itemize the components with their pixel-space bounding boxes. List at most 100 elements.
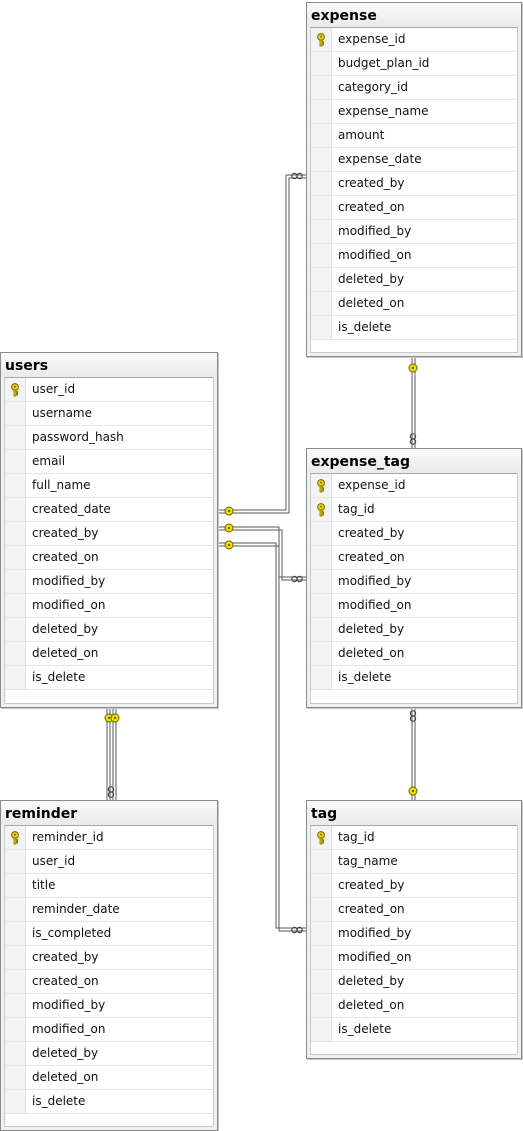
table-title[interactable]: expense_tag — [307, 449, 521, 473]
column-row[interactable]: modified_on — [311, 244, 517, 268]
column-row[interactable]: is_delete — [311, 1018, 517, 1042]
column-row[interactable]: modified_by — [5, 994, 213, 1018]
column-name: amount — [338, 128, 385, 142]
column-row[interactable]: modified_on — [5, 1018, 213, 1042]
column-name: created_on — [338, 550, 405, 564]
column-row[interactable]: deleted_by — [311, 618, 517, 642]
column-row[interactable]: deleted_by — [5, 1042, 213, 1066]
column-name: is_delete — [32, 670, 86, 684]
column-name: is_delete — [338, 1022, 392, 1036]
column-row[interactable]: modified_on — [311, 594, 517, 618]
column-row[interactable]: amount — [311, 124, 517, 148]
column-row[interactable]: deleted_by — [311, 268, 517, 292]
column-row[interactable]: created_on — [5, 546, 213, 570]
column-name: is_completed — [32, 926, 112, 940]
column-name: tag_id — [338, 830, 375, 844]
column-name: is_delete — [32, 1094, 86, 1108]
column-row[interactable]: deleted_on — [5, 642, 213, 666]
column-row[interactable]: created_by — [311, 172, 517, 196]
column-row[interactable]: is_delete — [5, 666, 213, 690]
column-row[interactable]: created_on — [5, 970, 213, 994]
column-row[interactable]: is_delete — [311, 666, 517, 690]
column-row[interactable]: budget_plan_id — [311, 52, 517, 76]
column-row[interactable]: title — [5, 874, 213, 898]
column-row[interactable]: modified_by — [311, 922, 517, 946]
column-row[interactable]: tag_id — [311, 498, 517, 522]
key-end-icon — [408, 786, 418, 796]
column-row[interactable]: deleted_on — [311, 994, 517, 1018]
column-row[interactable]: modified_by — [311, 570, 517, 594]
key-icon — [315, 502, 327, 517]
rel-users-expense — [218, 174, 306, 514]
column-name: modified_by — [338, 926, 412, 940]
key-end-icon — [224, 523, 234, 533]
column-row[interactable]: category_id — [311, 76, 517, 100]
table-title[interactable]: tag — [307, 801, 521, 825]
column-name: username — [32, 406, 92, 420]
column-row[interactable]: created_by — [5, 522, 213, 546]
column-name: email — [32, 454, 66, 468]
column-row[interactable]: tag_name — [311, 850, 517, 874]
column-row[interactable]: tag_id — [311, 826, 517, 850]
column-name: reminder_id — [32, 830, 104, 844]
column-row[interactable]: deleted_on — [5, 1066, 213, 1090]
column-name: reminder_date — [32, 902, 120, 916]
column-row[interactable]: expense_id — [311, 28, 517, 52]
column-row[interactable]: created_date — [5, 498, 213, 522]
column-row[interactable]: created_by — [311, 874, 517, 898]
rel-expense-expense-tag — [411, 358, 416, 448]
column-row[interactable]: created_on — [311, 546, 517, 570]
column-name: created_by — [338, 176, 405, 190]
column-row[interactable]: deleted_by — [5, 618, 213, 642]
column-row[interactable]: user_id — [5, 378, 213, 402]
column-row[interactable]: deleted_by — [311, 970, 517, 994]
column-row[interactable]: user_id — [5, 850, 213, 874]
column-row[interactable]: full_name — [5, 474, 213, 498]
column-name: title — [32, 878, 56, 892]
column-name: is_delete — [338, 320, 392, 334]
column-row[interactable]: expense_date — [311, 148, 517, 172]
column-row[interactable]: is_delete — [5, 1090, 213, 1114]
column-row[interactable]: created_by — [311, 522, 517, 546]
column-row[interactable]: modified_by — [311, 220, 517, 244]
column-name: expense_name — [338, 104, 429, 118]
infinity-icon — [291, 172, 303, 180]
rel-users-expense-tag — [218, 526, 306, 581]
column-row[interactable]: modified_on — [5, 594, 213, 618]
column-name: created_on — [32, 974, 99, 988]
column-row[interactable]: password_hash — [5, 426, 213, 450]
column-row[interactable]: reminder_date — [5, 898, 213, 922]
column-row[interactable]: modified_on — [311, 946, 517, 970]
column-row[interactable]: created_by — [5, 946, 213, 970]
column-row[interactable]: deleted_on — [311, 642, 517, 666]
table-title[interactable]: expense — [307, 3, 521, 27]
column-row[interactable]: username — [5, 402, 213, 426]
column-row[interactable]: is_delete — [311, 316, 517, 340]
column-row[interactable]: is_completed — [5, 922, 213, 946]
column-row[interactable]: created_on — [311, 196, 517, 220]
column-row[interactable]: expense_id — [311, 474, 517, 498]
column-row[interactable]: modified_by — [5, 570, 213, 594]
column-name: modified_on — [338, 950, 412, 964]
column-row[interactable]: created_on — [311, 898, 517, 922]
column-name: budget_plan_id — [338, 56, 430, 70]
column-row[interactable]: email — [5, 450, 213, 474]
column-row[interactable]: reminder_id — [5, 826, 213, 850]
column-name: is_delete — [338, 670, 392, 684]
column-name: password_hash — [32, 430, 124, 444]
column-row[interactable]: deleted_on — [311, 292, 517, 316]
table-title[interactable]: users — [1, 353, 217, 377]
column-name: deleted_by — [338, 272, 405, 286]
table-title[interactable]: reminder — [1, 801, 217, 825]
column-row[interactable]: expense_name — [311, 100, 517, 124]
table-expense[interactable]: expense expense_id budget_plan_id category… — [306, 2, 522, 357]
rel-users-reminder — [106, 708, 117, 800]
column-name: modified_by — [338, 574, 412, 588]
